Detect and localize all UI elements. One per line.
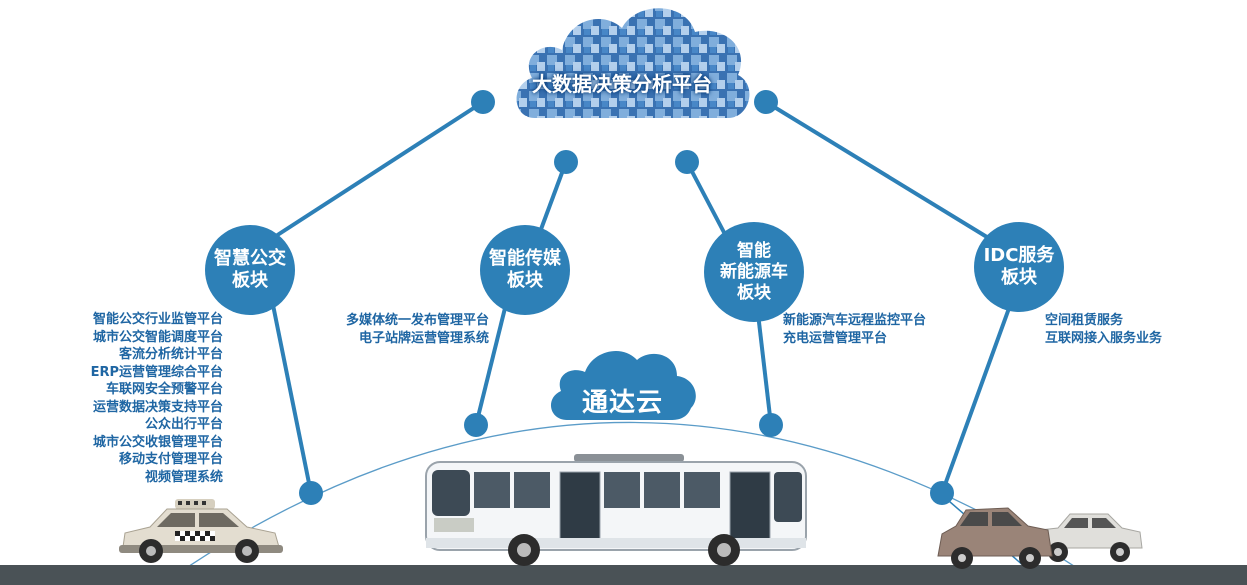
top-cloud-label: 大数据决策分析平台 [532,72,712,96]
list-item: 互联网接入服务业务 [1045,330,1163,346]
network-arc [160,421,1104,585]
list-item: 城市公交收银管理平台 [92,434,223,450]
connector-line [535,161,568,241]
list-item: 车联网安全预警平台 [105,382,223,397]
list-item: 智能公交行业监管平台 [92,312,223,327]
module-smart-media[interactable]: 智能传媒 板块 [480,225,570,315]
list-item: 视频管理系统 [144,469,223,485]
center-cloud-label: 通达云 [582,388,664,418]
list-item: ERP运营管理综合平台 [90,364,223,380]
connector-line [755,304,773,426]
idc-list: 空间租赁服务 互联网接入服务业务 [1045,312,1162,347]
module-smart-bus[interactable]: 智慧公交 板块 [205,225,295,315]
node-dot [754,90,778,114]
list-item: 多媒体统一发布管理平台 [345,313,489,328]
node-dot [299,481,323,505]
node-dot [554,150,578,174]
road [0,565,1247,585]
smart-media-list: 多媒体统一发布管理平台 电子站牌运营管理系统 [346,312,489,347]
connector-line [685,161,730,241]
car-icon [937,507,1143,569]
bus-icon [425,454,807,566]
smart-ev-list: 新能源汽车远程监控平台 充电运营管理平台 [783,312,926,347]
node-dot [675,150,699,174]
module-smart-ev[interactable]: 智能 新能源车 板块 [704,222,804,322]
list-item: 城市公交智能调度平台 [92,329,223,345]
cloud-icon [550,350,696,420]
node-dot [471,90,495,114]
taxi-icon [119,499,283,563]
connector-line [940,299,1014,494]
module-idc[interactable]: IDC服务 板块 [974,222,1064,312]
connector-line [474,299,509,426]
list-item: 充电运营管理平台 [783,330,888,346]
node-dot [759,413,783,437]
connector-line [260,100,485,247]
connector-line [764,100,1002,247]
node-dot [464,413,488,437]
list-item: 客流分析统计平台 [118,347,223,362]
node-dot [930,481,954,505]
list-item: 运营数据决策支持平台 [92,399,223,415]
smart-bus-list: 智能公交行业监管平台 城市公交智能调度平台 客流分析统计平台 ERP运营管理综合… [91,311,223,486]
list-item: 公众出行平台 [144,417,223,432]
connector-line [270,299,313,494]
list-item: 移动支付管理平台 [118,452,223,467]
list-item: 新能源汽车远程监控平台 [783,313,927,328]
list-item: 空间租赁服务 [1045,313,1124,328]
cloud-icon [516,8,750,118]
list-item: 电子站牌运营管理系统 [358,330,489,346]
